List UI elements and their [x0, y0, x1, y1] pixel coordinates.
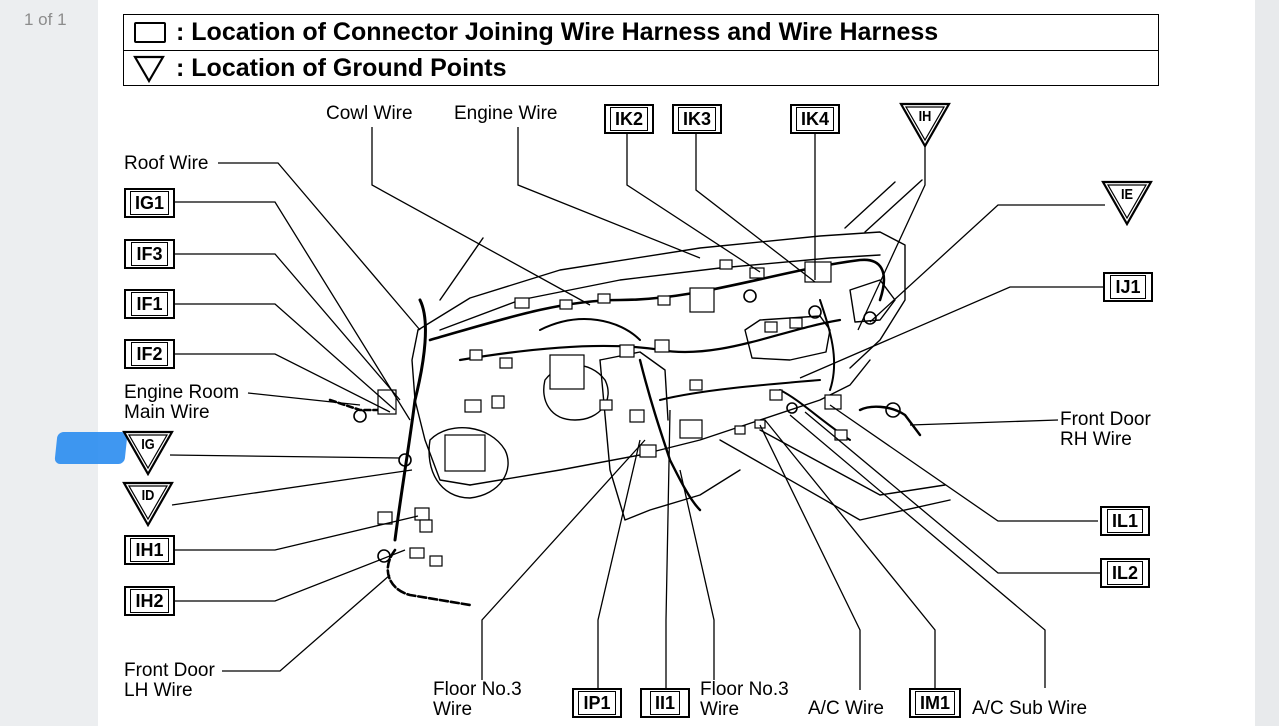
- legend-connector-text: : Location of Connector Joining Wire Har…: [176, 18, 939, 46]
- front-door-lh-label-2: LH Wire: [124, 680, 193, 701]
- roof-wire-label: Roof Wire: [124, 153, 209, 174]
- connector-ik4: IK4: [790, 104, 840, 134]
- connector-if2: IF2: [124, 339, 175, 369]
- engine-room-main-wire-label-1: Engine Room: [124, 382, 240, 403]
- page-count: 1 of 1: [24, 10, 67, 29]
- connector-il1: IL1: [1100, 506, 1150, 536]
- connector-ip1: IP1: [572, 688, 622, 718]
- connector-im1: IM1: [909, 688, 961, 718]
- ground-triangle-icon: [1101, 180, 1153, 227]
- ground-point-ig: IG: [122, 430, 174, 477]
- connector-ih2: IH2: [124, 586, 175, 616]
- ground-point-ie: IE: [1101, 180, 1153, 227]
- floor3-right-label-1: Floor No.3: [700, 679, 789, 700]
- viewer-left-margin: [0, 0, 98, 726]
- connector-ik3: IK3: [672, 104, 722, 134]
- connector-ii1: II1: [640, 688, 690, 718]
- connector-ik2: IK2: [604, 104, 654, 134]
- ac-wire-label: A/C Wire: [808, 698, 884, 719]
- ground-symbol-icon: [133, 55, 165, 83]
- connector-ih1: IH1: [124, 535, 175, 565]
- ground-triangle-icon: [122, 481, 174, 528]
- ground-triangle-icon: [122, 430, 174, 477]
- front-door-rh-label-2: RH Wire: [1060, 429, 1132, 450]
- connector-ij1: IJ1: [1103, 272, 1153, 302]
- ac-sub-wire-label: A/C Sub Wire: [972, 698, 1088, 719]
- connector-if1: IF1: [124, 289, 175, 319]
- legend-ground-row: : Location of Ground Points: [124, 51, 1158, 86]
- front-door-rh-label-1: Front Door: [1060, 409, 1151, 430]
- ground-point-ih: IH: [899, 102, 951, 149]
- engine-wire-label: Engine Wire: [454, 103, 558, 124]
- legend-box: : Location of Connector Joining Wire Har…: [123, 14, 1159, 86]
- connector-ig1: IG1: [124, 188, 175, 218]
- floor3-left-label-1: Floor No.3: [433, 679, 522, 700]
- front-door-lh-label-1: Front Door: [124, 660, 215, 681]
- floor3-left-label-2: Wire: [433, 699, 473, 720]
- connector-if3: IF3: [124, 239, 175, 269]
- ground-triangle-icon: [899, 102, 951, 149]
- cowl-wire-label: Cowl Wire: [326, 103, 413, 124]
- viewer-scrollbar[interactable]: [1255, 0, 1279, 726]
- ground-point-id: ID: [122, 481, 174, 528]
- floor3-right-label-2: Wire: [700, 699, 740, 720]
- legend-connector-row: : Location of Connector Joining Wire Har…: [124, 15, 1158, 51]
- engine-room-main-wire-label-2: Main Wire: [124, 402, 210, 423]
- connector-il2: IL2: [1100, 558, 1150, 588]
- connector-symbol-icon: [134, 22, 166, 43]
- legend-ground-text: : Location of Ground Points: [176, 54, 507, 82]
